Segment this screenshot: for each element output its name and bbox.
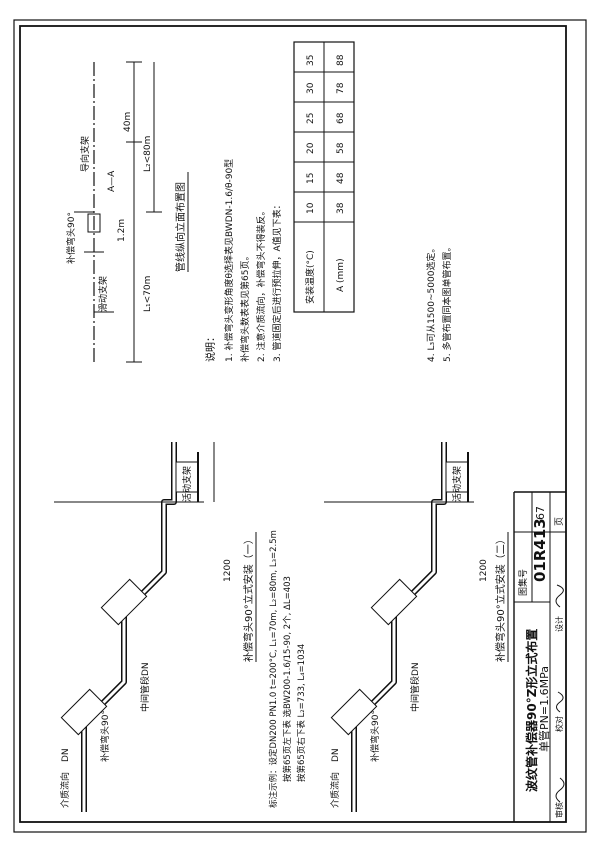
fig2-flow-label: 介质流向 <box>329 772 341 808</box>
fig1-elbow-label: 补偿弯头90° <box>99 710 111 762</box>
fig1-dn-label: DN <box>61 748 71 762</box>
install-table: 安装温度(°C) A (mm) 10 15 20 25 30 35 38 48 … <box>293 41 355 313</box>
table-a-4: 78 <box>336 82 346 94</box>
fig1-example-3: 按第65页右下表 L₂=733, L₄=1034 <box>296 644 307 782</box>
inner-frame <box>19 25 567 823</box>
table-a-0: 38 <box>336 202 346 214</box>
note-1a: 1. 补偿弯头变形角度θ选择表见BWDN-1.6/θ-90型 <box>223 159 235 362</box>
fig2-dn-label: DN <box>331 748 341 762</box>
fig2-pipe <box>351 442 447 812</box>
table-a-1: 48 <box>336 172 346 184</box>
atlas-label: 图集号 <box>517 569 529 596</box>
section-mark: A—A <box>107 170 117 192</box>
atlas-number: 01R413 <box>531 518 549 582</box>
note-1b: 补偿弯头数表表见第65页。 <box>239 252 251 362</box>
fig2-elbow-1 <box>330 688 378 736</box>
fig2-dim-1200: 1200 <box>479 559 489 582</box>
note-2: 2. 注意介质流向，补偿弯头不得装反。 <box>255 207 267 362</box>
page-number: 67 <box>534 506 547 520</box>
fig1-example-2: 按第65页左下表 选BW200-1.6/15-90, 2个, ΔL=403 <box>282 576 293 782</box>
dim-l2: L₂<80m <box>143 136 153 172</box>
plan-view: 导向支架 补偿弯头90° 滑动支架 40m L₂<80m L₁<70m 1.2m… <box>65 61 189 363</box>
table-row-a-label: A (mm) <box>336 258 346 292</box>
comp-elbow-label: 补偿弯头90° <box>65 212 77 264</box>
fig1-caption: 补偿弯头90°立式安装（一） <box>242 534 255 662</box>
table-row-temp-label: 安装温度(°C) <box>304 250 316 304</box>
table-a-5: 88 <box>336 54 346 66</box>
table-temp-5: 35 <box>306 55 316 66</box>
fig1-pipe <box>81 442 177 812</box>
note-4: 4. L₃可从1500~5000选定。 <box>425 244 437 362</box>
sliding-support-label: 滑动支架 <box>97 276 109 312</box>
note-5: 5. 多管布置同本图单管布置。 <box>441 243 453 362</box>
fig2-mid-pipe-label: 中间管段DN <box>409 662 421 712</box>
dim-40m: 40m <box>123 112 133 132</box>
fig1-support-label: 活动支架 <box>181 466 193 502</box>
fig1-dim-1200: 1200 <box>223 559 233 582</box>
table-temp-1: 15 <box>306 173 316 184</box>
guide-support-label: 导向支架 <box>79 136 91 172</box>
fig2-elbow-label: 补偿弯头90° <box>369 710 381 762</box>
table-temp-3: 25 <box>306 113 316 124</box>
table-temp-0: 10 <box>306 202 316 214</box>
title-line1: 波纹管补偿器90°Z形立式布置 <box>524 629 539 792</box>
dim-l1: L₁<70m <box>143 276 153 312</box>
design-label: 设计 <box>554 616 564 632</box>
table-temp-2: 20 <box>306 142 316 154</box>
fig1-flow-label: 介质流向 <box>59 772 71 808</box>
fig1-elbow-1 <box>60 688 108 736</box>
table-a-3: 68 <box>336 112 346 124</box>
fig2-support-label: 活动支架 <box>451 466 463 502</box>
note-3: 3. 管道固定后进行预拉伸，A值见下表： <box>271 200 283 362</box>
fig2-elbow-2 <box>370 578 418 626</box>
notes-block: 说明： 1. 补偿弯头变形角度θ选择表见BWDN-1.6/θ-90型 补偿弯头数… <box>204 159 453 362</box>
fig1-elbow-2 <box>100 578 148 626</box>
signature-mark <box>555 584 565 803</box>
review-label: 审核 <box>554 802 564 818</box>
table-temp-4: 30 <box>306 82 316 94</box>
fig2-caption: 补偿弯头90°立式安装（二） <box>494 534 507 662</box>
figure-2: 介质流向 DN 补偿弯头90° 中间管段DN 活动支架 1200 补偿弯头90°… <box>324 442 509 812</box>
plan-caption: 管线纵向立面布置图 <box>174 182 187 272</box>
notes-heading: 说明： <box>204 332 217 362</box>
title-block: 波纹管补偿器90°Z形立式布置 单管PN=1.6MPa 图集号 01R413 页… <box>513 491 566 823</box>
fig1-mid-pipe-label: 中间管段DN <box>139 662 151 712</box>
figure-1: 介质流向 DN 补偿弯头90° 中间管段DN 活动支架 1200 补偿弯头90°… <box>54 442 307 812</box>
title-line2: 单管PN=1.6MPa <box>537 666 551 752</box>
page-label: 页 <box>554 517 565 526</box>
fig1-example-1: 标注示例：设定DN200 PN1.0 t=200°C, L₁=70m, L₂=8… <box>268 530 279 808</box>
check-label: 校对 <box>554 716 564 732</box>
table-a-2: 58 <box>336 142 346 154</box>
outer-border <box>13 19 587 833</box>
dim-1-2m: 1.2m <box>117 219 127 242</box>
